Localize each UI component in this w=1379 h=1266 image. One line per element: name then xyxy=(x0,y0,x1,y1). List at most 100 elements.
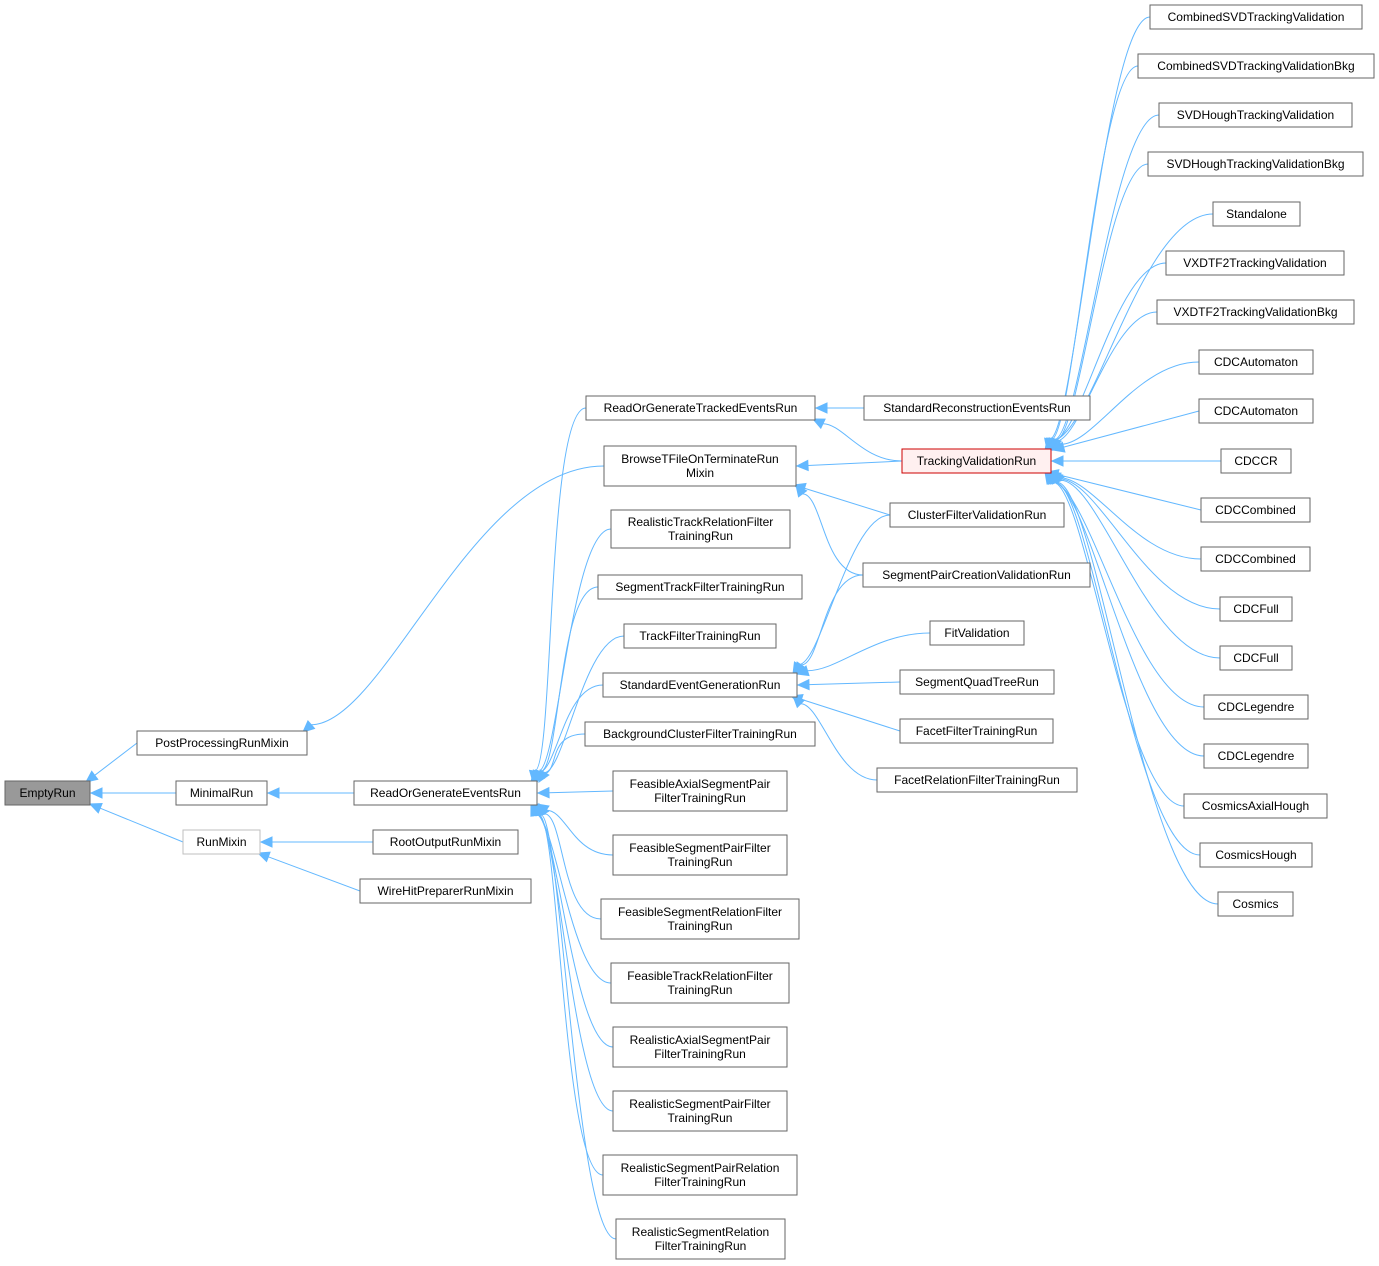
class-node-combined-svd-tracking-validation[interactable]: CombinedSVDTrackingValidation xyxy=(1149,4,1363,30)
class-node-root-output-run-mixin[interactable]: RootOutputRunMixin xyxy=(372,829,519,855)
inheritance-edge-cdc-combined2-to-tracking-validation-run xyxy=(1058,476,1202,560)
class-node-label: FilterTrainingRun xyxy=(654,1175,746,1189)
class-node-svd-hough-tracking-validation-bkg[interactable]: SVDHoughTrackingValidationBkg xyxy=(1147,151,1364,177)
class-node-box xyxy=(182,829,261,855)
class-node-cluster-filter-validation-run[interactable]: ClusterFilterValidationRun xyxy=(889,502,1065,528)
class-node-realistic-segment-relation-filter-training-run[interactable]: RealisticSegmentRelationFilterTrainingRu… xyxy=(615,1218,786,1260)
class-node-cdc-automaton2[interactable]: CDCAutomaton xyxy=(1198,398,1314,424)
class-node-cdc-automaton1[interactable]: CDCAutomaton xyxy=(1198,349,1314,375)
class-node-box xyxy=(623,623,777,649)
class-node-label: RunMixin xyxy=(196,835,246,849)
inheritance-edge-standalone-to-tracking-validation-run xyxy=(1051,213,1214,442)
class-node-label: RealisticAxialSegmentPair xyxy=(630,1033,771,1047)
class-node-minimal-run[interactable]: MinimalRun xyxy=(175,780,268,806)
class-node-box xyxy=(1198,349,1314,375)
inheritance-edge-vxdtf2-tracking-validation-to-tracking-validation-run xyxy=(1052,262,1167,442)
class-node-box xyxy=(602,672,798,698)
inheritance-edge-browse-t-file-on-terminate-run-mixin-to-post-processing-run-mixin xyxy=(311,465,605,726)
class-node-box xyxy=(1200,546,1311,572)
class-node-cosmics-axial-hough[interactable]: CosmicsAxialHough xyxy=(1183,793,1328,819)
arrowhead-icon xyxy=(795,484,808,498)
inheritance-edge-segment-pair-creation-validation-run-to-browse-t-file-on-terminate-run-mixin xyxy=(802,493,864,576)
class-node-label: StandardReconstructionEventsRun xyxy=(883,401,1070,415)
arrowhead-icon xyxy=(796,678,810,691)
class-node-label: EmptyRun xyxy=(19,786,75,800)
class-node-box xyxy=(136,730,308,756)
class-node-label: CDCCombined xyxy=(1215,503,1296,517)
class-node-wire-hit-preparer-run-mixin[interactable]: WireHitPreparerRunMixin xyxy=(359,878,532,904)
class-node-track-filter-training-run[interactable]: TrackFilterTrainingRun xyxy=(623,623,777,649)
arrowhead-icon xyxy=(266,787,280,799)
class-node-read-or-generate-events-run[interactable]: ReadOrGenerateEventsRun xyxy=(353,780,538,806)
class-node-label: SegmentQuadTreeRun xyxy=(915,675,1039,689)
class-node-realistic-axial-segment-pair-filter-training-run[interactable]: RealisticAxialSegmentPairFilterTrainingR… xyxy=(612,1026,788,1068)
class-node-combined-svd-tracking-validation-bkg[interactable]: CombinedSVDTrackingValidationBkg xyxy=(1137,53,1375,79)
class-node-facet-relation-filter-training-run[interactable]: FacetRelationFilterTrainingRun xyxy=(876,767,1078,793)
class-node-cdc-full2[interactable]: CDCFull xyxy=(1219,645,1293,671)
class-node-standard-event-generation-run[interactable]: StandardEventGenerationRun xyxy=(602,672,798,698)
class-node-cdc-full1[interactable]: CDCFull xyxy=(1219,596,1293,622)
class-node-cosmics[interactable]: Cosmics xyxy=(1217,891,1294,917)
class-node-vxdtf2-tracking-validation[interactable]: VXDTF2TrackingValidation xyxy=(1165,250,1345,276)
class-node-label: TrackFilterTrainingRun xyxy=(639,629,760,643)
class-node-label: RootOutputRunMixin xyxy=(390,835,501,849)
class-node-read-or-generate-tracked-events-run[interactable]: ReadOrGenerateTrackedEventsRun xyxy=(585,395,816,421)
class-node-feasible-axial-segment-pair-filter-training-run[interactable]: FeasibleAxialSegmentPairFilterTrainingRu… xyxy=(612,770,788,812)
class-node-box xyxy=(612,1090,788,1132)
inheritance-edge-post-processing-run-mixin-to-empty-run xyxy=(94,742,138,776)
arrowhead-icon xyxy=(1051,470,1063,485)
class-node-vxdtf2-tracking-validation-bkg[interactable]: VXDTF2TrackingValidationBkg xyxy=(1156,299,1355,325)
class-node-segment-quad-tree-run[interactable]: SegmentQuadTreeRun xyxy=(899,669,1055,695)
class-node-run-mixin[interactable]: RunMixin xyxy=(182,829,261,855)
class-node-cdccr[interactable]: CDCCR xyxy=(1220,448,1292,474)
class-node-standard-reconstruction-events-run[interactable]: StandardReconstructionEventsRun xyxy=(863,395,1091,421)
class-node-box xyxy=(610,962,790,1004)
class-node-background-cluster-filter-training-run[interactable]: BackgroundClusterFilterTrainingRun xyxy=(584,721,816,747)
class-node-label: BackgroundClusterFilterTrainingRun xyxy=(603,727,797,741)
class-node-label: CombinedSVDTrackingValidationBkg xyxy=(1157,59,1354,73)
inheritance-edge-cluster-filter-validation-run-to-standard-event-generation-run xyxy=(798,514,891,666)
inheritance-edge-feasible-segment-relation-filter-training-run-to-read-or-generate-events-run xyxy=(544,813,602,920)
class-node-box xyxy=(585,395,816,421)
class-node-fit-validation[interactable]: FitValidation xyxy=(929,620,1025,646)
class-node-label: CombinedSVDTrackingValidation xyxy=(1168,10,1345,24)
arrowhead-icon xyxy=(792,695,806,709)
class-node-segment-track-filter-training-run[interactable]: SegmentTrackFilterTrainingRun xyxy=(597,574,803,600)
arrowhead-icon xyxy=(259,836,273,848)
class-node-cdc-legendre2[interactable]: CDCLegendre xyxy=(1203,743,1309,769)
class-node-post-processing-run-mixin[interactable]: PostProcessingRunMixin xyxy=(136,730,308,756)
class-node-box xyxy=(889,502,1065,528)
class-node-cosmics-hough[interactable]: CosmicsHough xyxy=(1199,842,1313,868)
class-node-box xyxy=(1212,201,1301,227)
class-node-label: FeasibleSegmentPairFilter xyxy=(629,841,770,855)
class-node-box xyxy=(584,721,816,747)
inheritance-edge-svd-hough-tracking-validation-to-tracking-validation-run xyxy=(1054,114,1160,441)
class-node-realistic-segment-pair-relation-filter-training-run[interactable]: RealisticSegmentPairRelationFilterTraini… xyxy=(602,1154,798,1196)
class-node-box xyxy=(175,780,268,806)
class-node-cdc-combined1[interactable]: CDCCombined xyxy=(1200,497,1311,523)
arrowhead-icon xyxy=(85,770,99,783)
arrowhead-icon xyxy=(89,787,103,799)
class-node-tracking-validation-run[interactable]: TrackingValidationRun xyxy=(901,448,1052,474)
class-node-cdc-legendre1[interactable]: CDCLegendre xyxy=(1203,694,1309,720)
class-node-segment-pair-creation-validation-run[interactable]: SegmentPairCreationValidationRun xyxy=(862,562,1091,588)
class-node-box xyxy=(899,718,1054,744)
class-node-empty-run[interactable]: EmptyRun xyxy=(4,780,91,806)
class-node-svd-hough-tracking-validation[interactable]: SVDHoughTrackingValidation xyxy=(1158,102,1353,128)
class-node-box xyxy=(359,878,532,904)
inheritance-edge-svd-hough-tracking-validation-bkg-to-tracking-validation-run xyxy=(1056,163,1149,441)
inheritance-edge-realistic-segment-pair-relation-filter-training-run-to-read-or-generate-events-run xyxy=(538,814,604,1176)
class-node-box xyxy=(1198,398,1314,424)
class-node-label: FacetRelationFilterTrainingRun xyxy=(894,773,1060,787)
class-node-facet-filter-training-run[interactable]: FacetFilterTrainingRun xyxy=(899,718,1054,744)
class-node-cdc-combined2[interactable]: CDCCombined xyxy=(1200,546,1311,572)
inheritance-edge-cosmics-to-tracking-validation-run xyxy=(1056,481,1219,905)
inheritance-edge-segment-pair-creation-validation-run-to-standard-event-generation-run xyxy=(801,574,864,666)
class-node-standalone[interactable]: Standalone xyxy=(1212,201,1301,227)
